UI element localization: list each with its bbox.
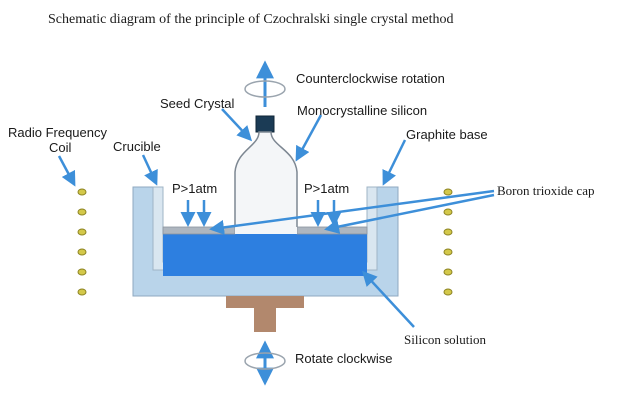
pull-axis-top	[244, 60, 286, 107]
leader-arrow-boron-cap-left	[209, 189, 495, 235]
diagram-title: Schematic diagram of the principle of Cz…	[48, 12, 454, 27]
label-pressure-left: P>1atm	[172, 181, 218, 196]
coil-turn-icon	[77, 268, 87, 276]
coil-turn-icon	[443, 208, 453, 216]
label-boron-trioxide-cap: Boron trioxide cap	[497, 183, 595, 198]
coil-turn-icon	[77, 248, 87, 256]
label-pressure-right: P>1atm	[304, 181, 350, 196]
coil-turn-icon	[443, 188, 453, 196]
leader-arrow-crucible	[141, 154, 158, 186]
label-counterclockwise-rotation: Counterclockwise rotation	[296, 71, 445, 86]
leader-arrow-graphite-base	[382, 139, 407, 186]
label-rf-coil-line2: Coil	[49, 140, 72, 155]
rf-coil-right	[443, 188, 453, 296]
rf-coil-left	[77, 188, 87, 296]
counterclockwise-rotation-icon	[244, 80, 286, 98]
coil-turn-icon	[443, 248, 453, 256]
leader-arrows	[57, 108, 495, 328]
coil-turn-icon	[77, 228, 87, 236]
coil-turn-icon	[77, 188, 87, 196]
coil-turn-icon	[77, 208, 87, 216]
rotating-pedestal	[226, 296, 304, 332]
label-rf-coil-line1: Radio Frequency	[8, 125, 107, 140]
silicon-melt	[163, 232, 367, 276]
label-seed-crystal: Seed Crystal	[160, 96, 235, 111]
rotation-axis-bottom	[244, 340, 286, 386]
leader-arrow-rf-coil	[57, 155, 76, 187]
leader-arrow-boron-cap-right	[324, 193, 495, 234]
label-monocrystalline-silicon: Monocrystalline silicon	[297, 103, 428, 118]
label-silicon-solution: Silicon solution	[404, 332, 486, 347]
coil-turn-icon	[443, 228, 453, 236]
label-crucible: Crucible	[113, 139, 161, 154]
leader-arrow-seed-crystal	[221, 108, 253, 142]
coil-turn-icon	[77, 288, 87, 296]
coil-turn-icon	[443, 268, 453, 276]
label-graphite-base: Graphite base	[406, 127, 488, 142]
seed-crystal	[255, 115, 275, 133]
clockwise-rotation-icon	[244, 352, 286, 370]
coil-turn-icon	[443, 288, 453, 296]
leader-arrow-silicon-solution	[361, 270, 415, 328]
leader-arrow-mono-silicon	[295, 114, 323, 162]
crystal-base	[235, 227, 297, 234]
label-rotate-clockwise: Rotate clockwise	[295, 351, 393, 366]
